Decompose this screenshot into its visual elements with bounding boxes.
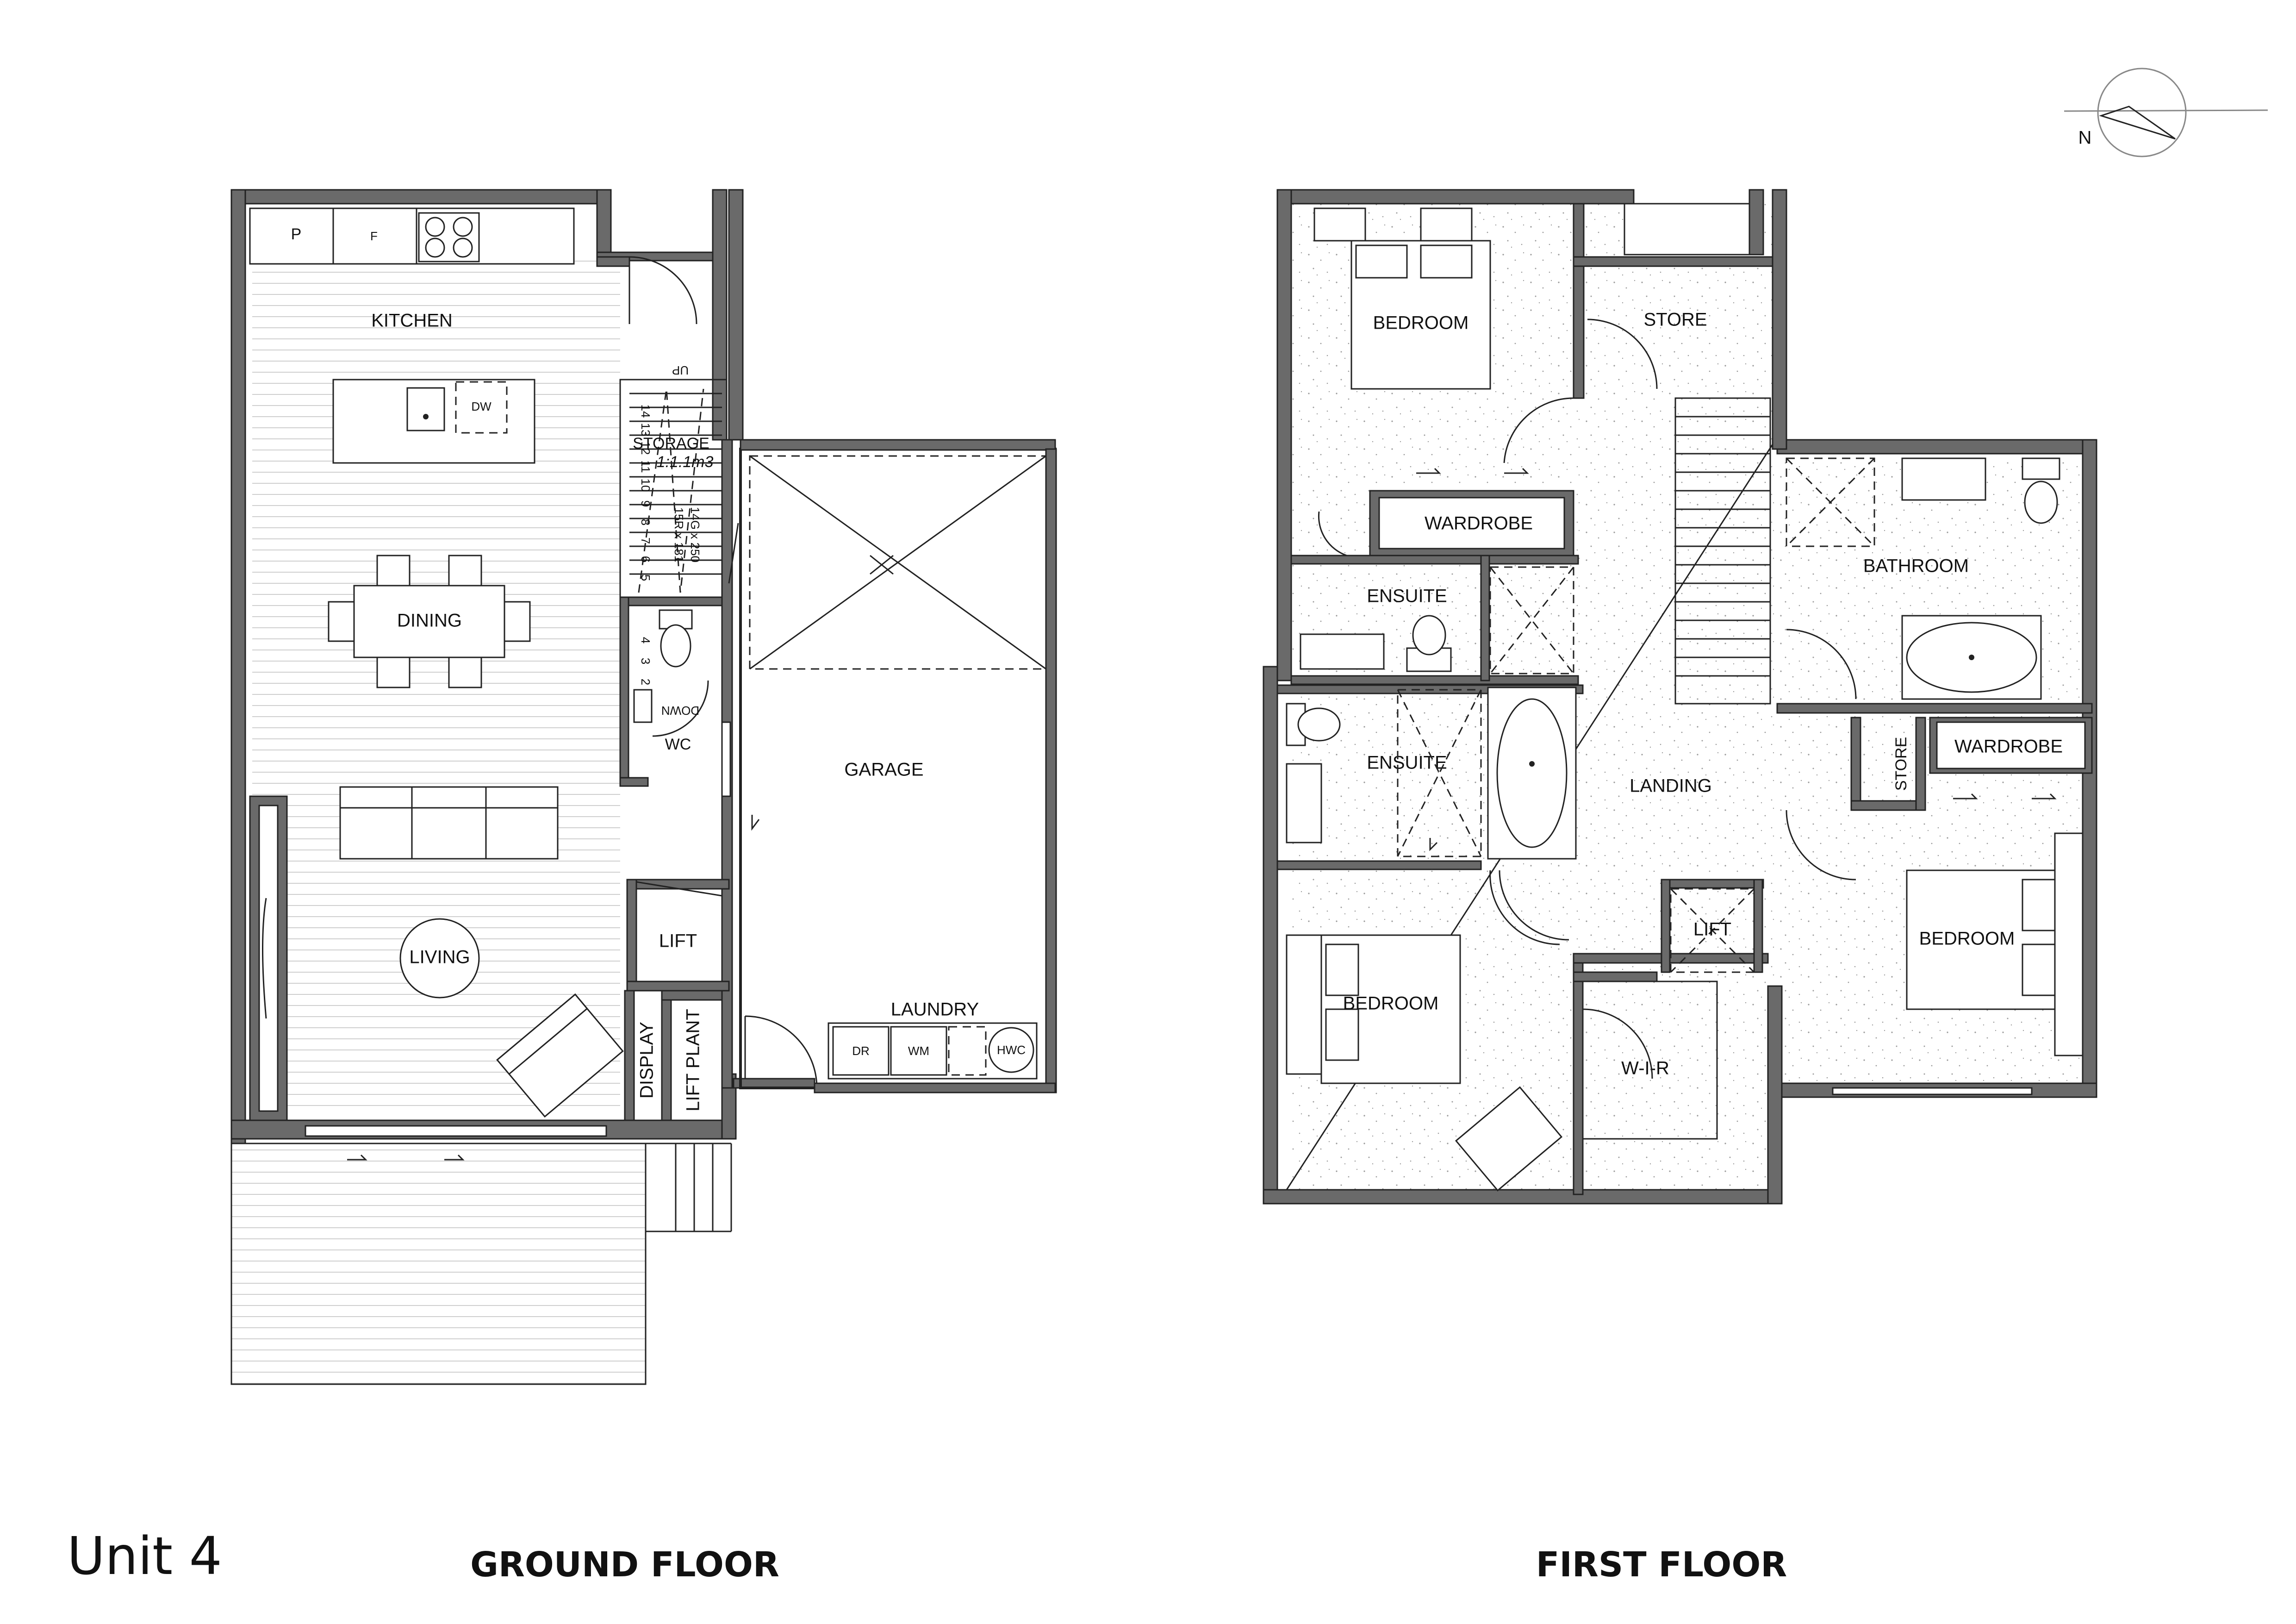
stair-step-10: 10	[639, 479, 653, 492]
washing-machine	[890, 1026, 947, 1076]
storage-label: STORAGE	[633, 435, 709, 452]
pantry-label: P	[291, 225, 302, 243]
fridge-label: F	[370, 229, 378, 243]
storage-volume-label: 1:1.1m3	[657, 453, 714, 471]
dining-table	[328, 555, 531, 688]
ensuite-2-label: ENSUITE	[1367, 753, 1447, 773]
bedroom-1-bed	[1313, 207, 1491, 390]
stair-step-4: 4	[639, 637, 653, 643]
wardrobe-2-label: WARDROBE	[1954, 737, 2063, 757]
dryer	[832, 1026, 890, 1076]
dishwasher-label: DW	[471, 400, 492, 413]
bedroom-2-chair	[1455, 1086, 1563, 1192]
stair-step-2: 2	[639, 679, 653, 685]
ground-lift-label: LIFT	[659, 931, 697, 951]
bedroom-3-bed	[1906, 832, 2084, 1056]
wc-basin	[633, 689, 653, 723]
stair-step-9: 9	[639, 500, 653, 507]
dishwasher	[455, 381, 508, 434]
ensuite-2-shower	[1397, 689, 1482, 857]
ensuite-2-vanity	[1286, 763, 1322, 843]
washing-machine-label: WM	[908, 1044, 929, 1058]
pantry	[249, 207, 334, 265]
stair-step-13: 13	[639, 423, 653, 437]
stair-goings-label: 14G x 250	[688, 507, 702, 562]
bathroom-vanity	[1901, 457, 1986, 501]
stair-down-label: DOWN	[661, 704, 699, 718]
hwc-label: HWC	[997, 1043, 1026, 1057]
stair-step-7: 7	[639, 537, 653, 544]
first-lift-label: LIFT	[1693, 919, 1731, 940]
laundry-label: LAUNDRY	[891, 999, 979, 1020]
stair-step-5: 5	[639, 575, 653, 581]
first-floor-title: FIRST FLOOR	[1536, 1545, 1787, 1585]
north-arrow-icon: N	[2064, 68, 2268, 157]
living-label: LIVING	[409, 947, 470, 968]
store-2-label: STORE	[1892, 737, 1910, 791]
unit-title: Unit 4	[67, 1526, 222, 1587]
garage-label: GARAGE	[844, 760, 923, 780]
bathroom-shower	[1786, 457, 1875, 547]
stair-up-label: UP	[672, 363, 689, 377]
bedroom-1-label: BEDROOM	[1373, 313, 1469, 333]
wir-label: W-I-R	[1621, 1058, 1669, 1079]
lift-plant-label: LIFT PLANT	[683, 1009, 703, 1112]
sofa	[339, 786, 559, 860]
bedroom-2-bed	[1286, 934, 1461, 1084]
stair-step-12: 12	[639, 442, 653, 455]
coffee-table	[399, 918, 480, 999]
wc-label: WC	[665, 736, 691, 753]
first-lift-shaft	[1670, 888, 1755, 973]
stair-step-3: 3	[639, 658, 653, 664]
dryer-label: DR	[852, 1044, 870, 1058]
stair-step-14: 14	[639, 405, 653, 418]
wardrobe-1-label: WARDROBE	[1425, 513, 1533, 534]
stair-risers-label: 15R x 181	[672, 507, 686, 562]
armchair	[496, 993, 624, 1118]
bathroom-label: BATHROOM	[1863, 556, 1969, 576]
display-label: DISPLAY	[637, 1022, 657, 1099]
dining-label: DINING	[397, 611, 462, 631]
stair-step-11: 11	[639, 461, 653, 473]
deck	[230, 1143, 647, 1385]
stair-step-6: 6	[639, 556, 653, 562]
ensuite-1-label: ENSUITE	[1367, 586, 1447, 606]
stair-step-numbers: 1 2 3 4 5 6 7 8 9 10 11 12 13 14	[639, 405, 653, 709]
ground-floor-title: GROUND FLOOR	[470, 1545, 779, 1585]
ensuite-1-shower	[1489, 566, 1574, 675]
bedroom-3-label: BEDROOM	[1919, 929, 2015, 949]
sink	[406, 387, 445, 431]
bedroom-2-label: BEDROOM	[1343, 993, 1439, 1014]
stair-step-8: 8	[639, 519, 653, 525]
ground-stairs	[619, 379, 728, 603]
ground-floor-plan: P F KITCHEN DW DINING	[230, 189, 1057, 1385]
garage-door-overhead	[749, 455, 1047, 670]
landing-label: LANDING	[1630, 776, 1712, 796]
store-1-label: STORE	[1643, 310, 1707, 330]
hot-water-cylinder	[988, 1027, 1034, 1073]
kitchen-label: KITCHEN	[371, 311, 453, 331]
fridge	[332, 207, 417, 265]
north-label: N	[2078, 128, 2092, 148]
first-floor-plan: BEDROOM STORE WAR	[1263, 189, 2097, 1205]
ensuite-1-vanity	[1300, 633, 1385, 670]
